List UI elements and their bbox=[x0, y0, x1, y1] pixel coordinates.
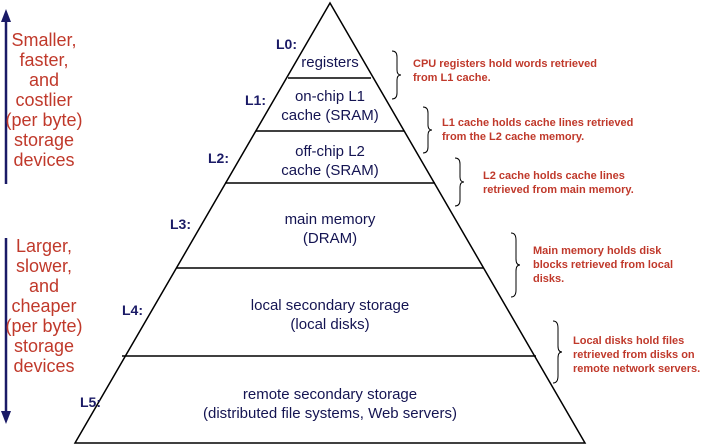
left-label-bottom-line: (per byte) bbox=[5, 316, 83, 336]
tier-l4-text: local secondary storage (local disks) bbox=[160, 296, 500, 334]
tier-l1-line: on-chip L1 bbox=[294, 88, 366, 105]
left-label-top-line: (per byte) bbox=[5, 110, 83, 130]
tier-l0-text: registers bbox=[280, 53, 380, 72]
note-l1-line: from the L2 cache memory. bbox=[442, 131, 585, 143]
left-label-bottom-line: storage bbox=[13, 336, 75, 356]
left-label-bottom-line: devices bbox=[13, 356, 75, 376]
tier-l2-line: cache (SRAM) bbox=[281, 162, 379, 179]
note-l0-line: CPU registers hold words retrieved bbox=[413, 58, 597, 70]
tier-l1-line: cache (SRAM) bbox=[281, 107, 379, 124]
note-l4: Local disks hold files retrieved from di… bbox=[573, 334, 700, 376]
tier-l5-text: remote secondary storage (distributed fi… bbox=[130, 385, 530, 423]
tier-l1-text: on-chip L1 cache (SRAM) bbox=[250, 87, 410, 125]
left-label-top-line: and bbox=[28, 70, 60, 90]
tier-l3-line: (DRAM) bbox=[302, 230, 358, 247]
left-label-bottom-line: slower, bbox=[15, 256, 73, 276]
left-label-top-line: costlier bbox=[15, 90, 73, 110]
level-label-l3: L3: bbox=[170, 216, 191, 232]
level-label-l2: L2: bbox=[208, 150, 229, 166]
brace-icon-l3 bbox=[510, 232, 521, 298]
left-label-top: Smaller, faster, and costlier (per byte)… bbox=[0, 30, 104, 170]
left-label-top-line: storage bbox=[13, 130, 75, 150]
left-label-top-line: Smaller, bbox=[11, 30, 77, 50]
left-label-bottom: Larger, slower, and cheaper (per byte) s… bbox=[0, 236, 104, 376]
tier-l0-line: registers bbox=[301, 54, 359, 71]
note-l2-line: L2 cache holds cache lines bbox=[483, 170, 625, 182]
brace-icon-l2 bbox=[454, 157, 465, 207]
note-l1: L1 cache holds cache lines retrieved fro… bbox=[442, 116, 633, 144]
left-label-bottom-line: Larger, bbox=[15, 236, 73, 256]
tier-l5-line: (distributed file systems, Web servers) bbox=[203, 405, 457, 422]
note-l0: CPU registers hold words retrieved from … bbox=[413, 57, 597, 85]
note-l3-line: blocks retrieved from local bbox=[533, 259, 673, 271]
level-label-l5: L5: bbox=[80, 394, 101, 410]
note-l4-line: retrieved from disks on bbox=[573, 349, 695, 361]
brace-icon-l4 bbox=[552, 320, 563, 384]
tier-l4-line: local secondary storage bbox=[250, 297, 410, 314]
left-label-top-line: devices bbox=[13, 150, 75, 170]
level-label-l1: L1: bbox=[245, 92, 266, 108]
note-l4-line: Local disks hold files bbox=[573, 335, 685, 347]
left-label-bottom-line: and bbox=[28, 276, 60, 296]
note-l3-line: Main memory holds disk bbox=[533, 245, 662, 257]
tier-l3-text: main memory (DRAM) bbox=[200, 210, 460, 248]
arrow-down-icon bbox=[1, 238, 11, 424]
note-l0-line: from L1 cache. bbox=[413, 72, 491, 84]
level-label-l0: L0: bbox=[276, 36, 297, 52]
level-label-l4: L4: bbox=[122, 302, 143, 318]
left-label-bottom-line: cheaper bbox=[11, 296, 77, 316]
brace-icon-l1 bbox=[422, 106, 433, 154]
tier-l5-line: remote secondary storage bbox=[242, 386, 418, 403]
brace-icon-l0 bbox=[391, 50, 402, 100]
arrow-up-icon bbox=[1, 9, 11, 184]
note-l2: L2 cache holds cache lines retrieved fro… bbox=[483, 169, 634, 197]
note-l4-line: remote network servers. bbox=[573, 363, 701, 375]
pyramid-outline bbox=[73, 1, 587, 444]
note-l3-line: disks. bbox=[533, 273, 565, 285]
left-label-top-line: faster, bbox=[19, 50, 69, 70]
note-l2-line: retrieved from main memory. bbox=[483, 184, 634, 196]
note-l3: Main memory holds disk blocks retrieved … bbox=[533, 244, 673, 286]
tier-l3-line: main memory bbox=[284, 211, 376, 228]
tier-l2-line: off-chip L2 bbox=[295, 143, 365, 160]
tier-l2-text: off-chip L2 cache (SRAM) bbox=[230, 142, 430, 180]
note-l1-line: L1 cache holds cache lines retrieved bbox=[442, 117, 634, 129]
tier-l4-line: (local disks) bbox=[290, 316, 370, 333]
